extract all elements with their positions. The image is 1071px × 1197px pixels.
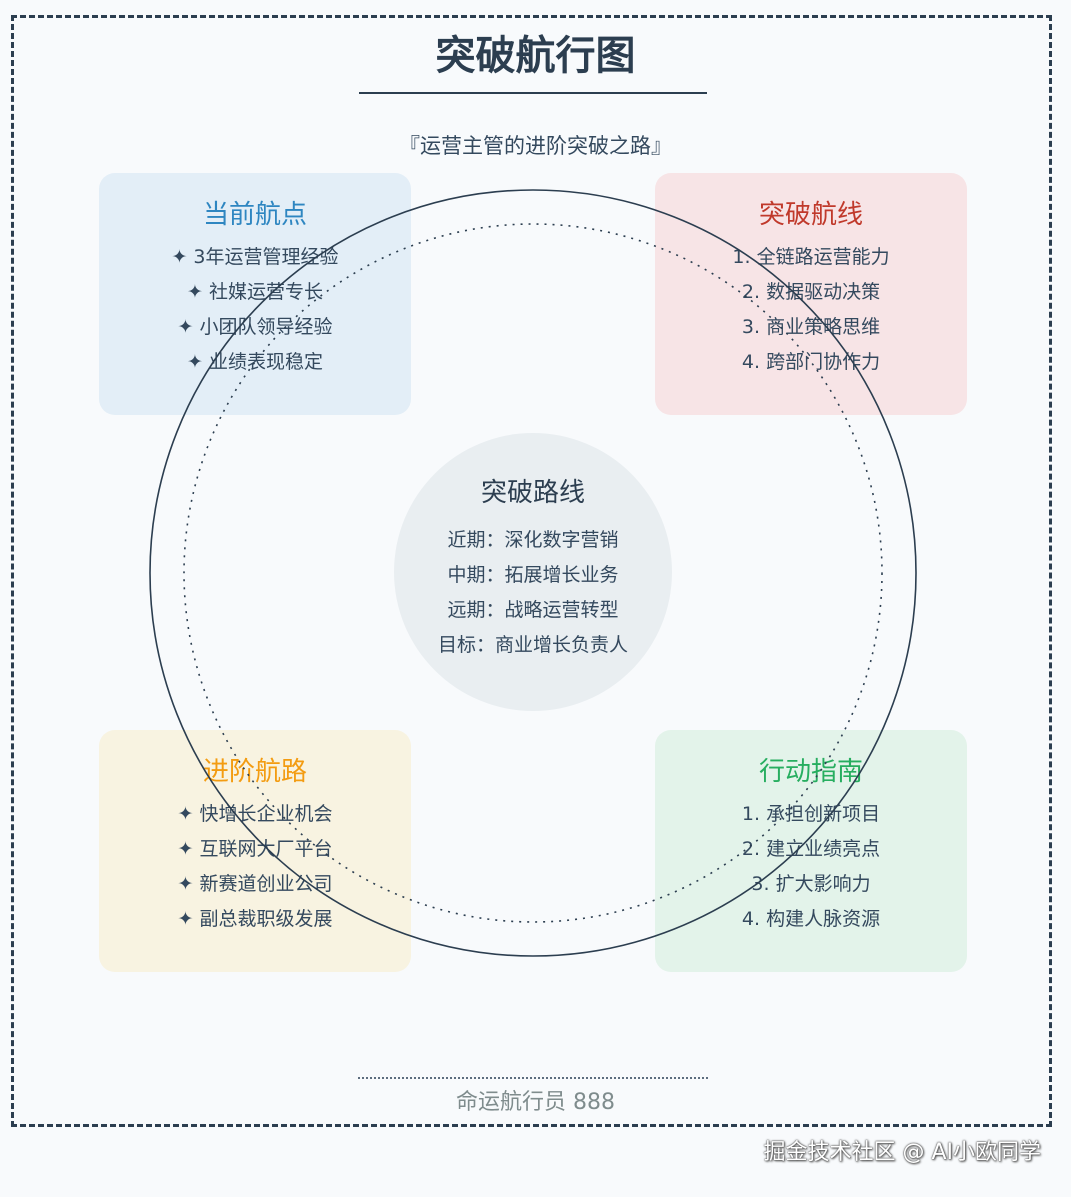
card-current-item: ✦ 小团队领导经验 (177, 316, 333, 338)
card-current-item: ✦ 3年运营管理经验 (171, 246, 339, 268)
center-title: 突破路线 (480, 478, 585, 508)
card-action-item: 2. 建立业绩亮点 (741, 838, 881, 860)
inner-orbit-circle (183, 223, 883, 923)
card-current-waypoint: 当前航点 ✦ 3年运营管理经验 ✦ 社媒运营专长 ✦ 小团队领导经验 ✦ 业绩表… (99, 173, 411, 415)
center-item: 近期：深化数字营销 (447, 529, 619, 551)
card-advance-item: ✦ 新赛道创业公司 (177, 873, 333, 895)
card-breakthrough-item: 3. 商业策略思维 (741, 316, 881, 338)
card-current-title: 当前航点 (202, 200, 307, 230)
card-breakthrough-route: 突破航线 1. 全链路运营能力 2. 数据驱动决策 3. 商业策略思维 4. 跨… (655, 173, 967, 415)
card-advance-item: ✦ 互联网大厂平台 (177, 838, 333, 860)
footer-divider (358, 1077, 708, 1079)
card-action-item: 4. 构建人脉资源 (741, 908, 881, 930)
card-breakthrough-title: 突破航线 (758, 200, 863, 230)
center-item: 中期：拓展增长业务 (447, 564, 619, 586)
outer-orbit-circle (149, 189, 917, 957)
card-breakthrough-item: 2. 数据驱动决策 (741, 281, 881, 303)
card-breakthrough-item: 4. 跨部门协作力 (741, 351, 881, 373)
card-action-item: 3. 扩大影响力 (751, 873, 871, 895)
card-advance-item: ✦ 副总裁职级发展 (177, 908, 333, 930)
card-action-item: 1. 承担创新项目 (741, 803, 881, 825)
page-title: 突破航行图 (435, 33, 636, 79)
card-breakthrough-item: 1. 全链路运营能力 (732, 246, 890, 268)
title-underline (359, 92, 707, 94)
card-advance-title: 进阶航路 (202, 757, 307, 787)
watermark: 掘金技术社区 @ AI小欧同学 (763, 1140, 1041, 1165)
center-route-circle: 突破路线 近期：深化数字营销 中期：拓展增长业务 远期：战略运营转型 目标：商业… (394, 433, 672, 711)
center-item: 目标：商业增长负责人 (437, 634, 628, 656)
card-advance-path: 进阶航路 ✦ 快增长企业机会 ✦ 互联网大厂平台 ✦ 新赛道创业公司 ✦ 副总裁… (99, 730, 411, 972)
footer-text: 命运航行员 888 (456, 1090, 615, 1115)
card-current-item: ✦ 业绩表现稳定 (187, 351, 323, 373)
card-action-guide: 行动指南 1. 承担创新项目 2. 建立业绩亮点 3. 扩大影响力 4. 构建人… (655, 730, 967, 972)
card-advance-item: ✦ 快增长企业机会 (177, 803, 333, 825)
diagram-frame (11, 15, 1052, 1127)
card-action-title: 行动指南 (758, 757, 863, 787)
center-item: 远期：战略运营转型 (447, 599, 619, 621)
page-subtitle: 『运营主管的进阶突破之路』 (399, 134, 672, 158)
card-current-item: ✦ 社媒运营专长 (187, 281, 323, 303)
